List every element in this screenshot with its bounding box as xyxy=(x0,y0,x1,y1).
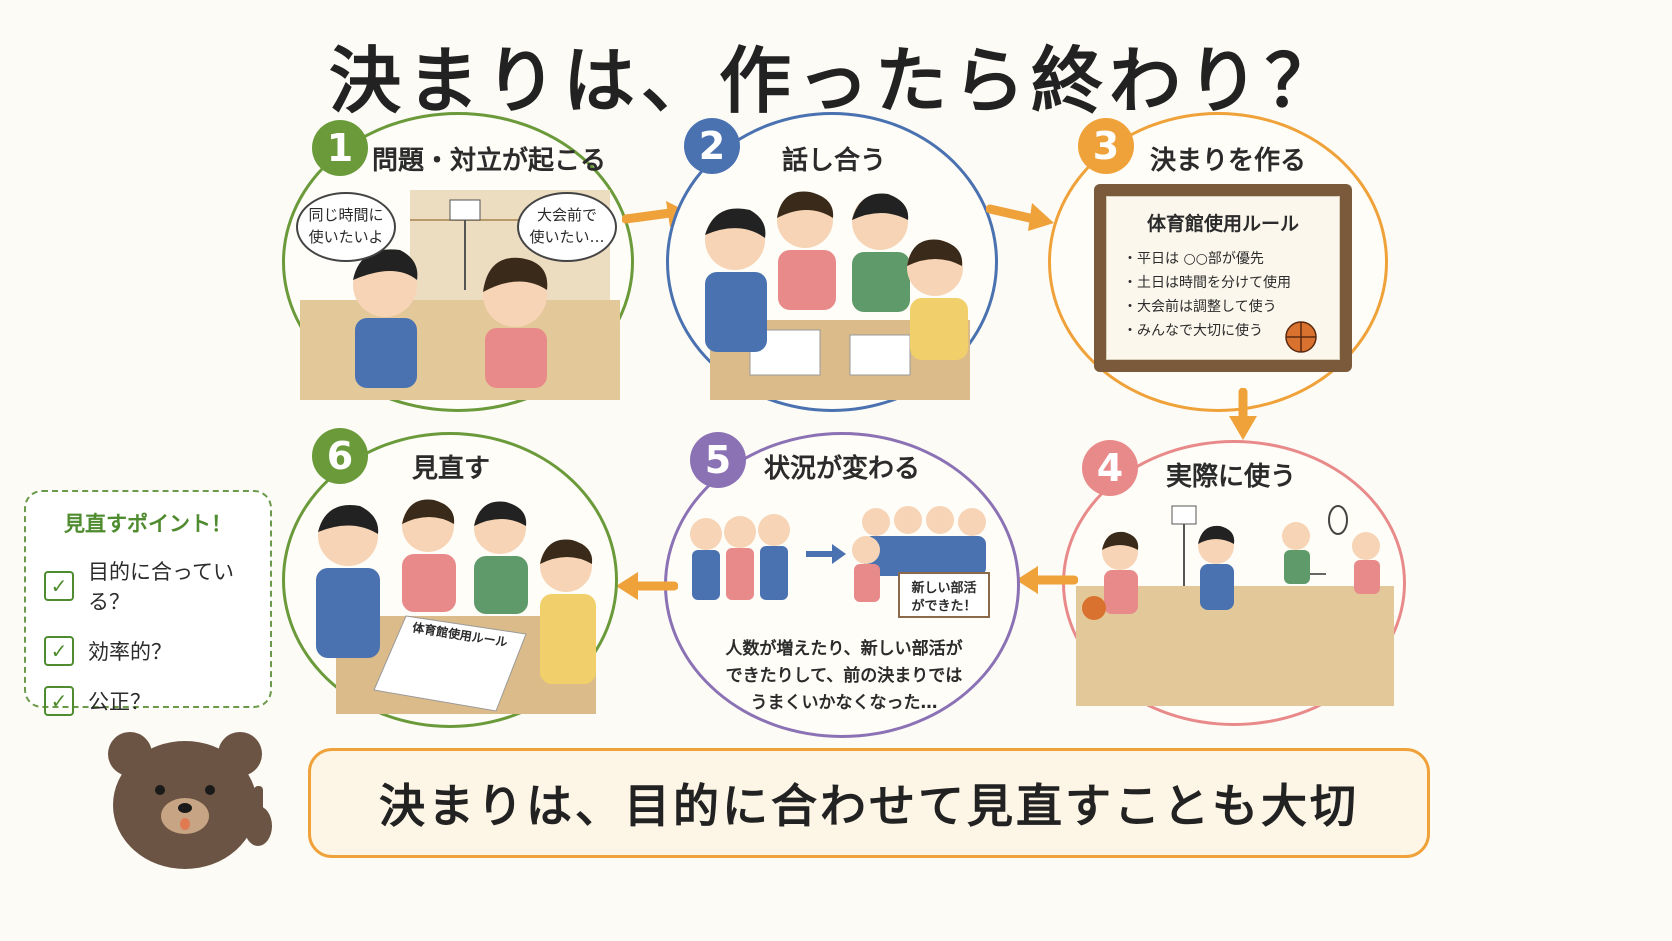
bear-mascot-icon xyxy=(108,732,272,869)
basketball-icon xyxy=(1285,321,1317,353)
playing-kids xyxy=(1082,505,1380,620)
speech-bubble-left: 同じ時間に 使いたいよ xyxy=(296,192,396,262)
step-6-label: 見直す xyxy=(412,454,491,484)
step-1-label: 問題・対立が起こる xyxy=(372,146,607,176)
review-points-title: 見直すポイント！ xyxy=(64,512,232,536)
speech-bubble-right: 大会前で 使いたい… xyxy=(517,192,617,262)
rule-item: ・平日は ○○部が優先 xyxy=(1123,251,1264,267)
review-point-label: 目的に合っている？ xyxy=(88,560,234,614)
step-5-badge: 5 xyxy=(690,432,746,488)
checkbox-icon: ✓ xyxy=(44,686,74,716)
rule-item: ・土日は時間を分けて使用 xyxy=(1123,275,1291,291)
rule-item: ・大会前は調整して使う xyxy=(1123,299,1277,315)
summary-box: 決まりは、目的に合わせて見直すことも大切 xyxy=(308,748,1430,858)
step-4-label: 実際に使う xyxy=(1166,462,1297,492)
arrow-5-to-6 xyxy=(616,572,678,600)
step-2-badge: 2 xyxy=(684,118,740,174)
step-3-badge: 3 xyxy=(1078,118,1134,174)
step-2-label: 話し合う xyxy=(782,146,887,176)
page-title: 決まりは、作ったら終わり？ xyxy=(328,39,1343,123)
large-group xyxy=(852,506,986,602)
step-6-badge: 6 xyxy=(312,428,368,484)
checkbox-icon: ✓ xyxy=(44,571,74,601)
rule-item: ・みんなで大切に使う xyxy=(1123,323,1263,339)
girl-figure xyxy=(483,257,548,388)
review-point-item: ✓ 公正？ xyxy=(44,686,252,716)
new-club-sign: 新しい部活 ができた！ xyxy=(898,572,990,618)
step-2-scene xyxy=(705,191,970,400)
group-figures xyxy=(705,191,968,360)
arrow-3-to-4 xyxy=(1229,388,1257,440)
review-point-label: 公正？ xyxy=(88,690,151,714)
step-6-scene xyxy=(316,499,596,714)
bubble-left-text: 同じ時間に 使いたいよ xyxy=(308,206,384,246)
arrow-4-to-5 xyxy=(1016,566,1078,594)
sign-text: 新しい部活 ができた！ xyxy=(911,581,977,614)
step-5-label: 状況が変わる xyxy=(764,454,921,484)
rules-title: 体育館使用ルール xyxy=(1146,213,1299,235)
bubble-right-text: 大会前で 使いたい… xyxy=(529,206,605,246)
step-4-badge: 4 xyxy=(1082,440,1138,496)
step-3-label: 決まりを作る xyxy=(1150,146,1307,176)
review-figures xyxy=(316,499,596,684)
step-1-badge: 1 xyxy=(312,120,368,176)
checkbox-icon: ✓ xyxy=(44,636,74,666)
step-5-scene xyxy=(690,506,986,602)
rules-board: 体育館使用ルール ・平日は ○○部が優先 ・土日は時間を分けて使用 ・大会前は調… xyxy=(1094,184,1352,372)
summary-text: 決まりは、目的に合わせて見直すことも大切 xyxy=(379,779,1359,833)
review-point-label: 効率的？ xyxy=(88,640,172,664)
review-point-item: ✓ 効率的？ xyxy=(44,636,252,666)
step-5-description: 人数が増えたり、新しい部活が できたりして、前の決まりでは うまくいかなくなった… xyxy=(725,639,963,713)
rules-paper: 体育館使用ルール ・平日は ○○部が優先 ・土日は時間を分けて使用 ・大会前は調… xyxy=(1106,196,1340,360)
step-4-scene xyxy=(1076,505,1394,706)
small-group xyxy=(690,514,790,600)
arrow-2-to-3 xyxy=(986,203,1054,231)
review-points-box: 見直すポイント！ ✓ 目的に合っている？ ✓ 効率的？ ✓ 公正？ xyxy=(24,490,272,716)
review-point-item: ✓ 目的に合っている？ xyxy=(44,556,252,616)
